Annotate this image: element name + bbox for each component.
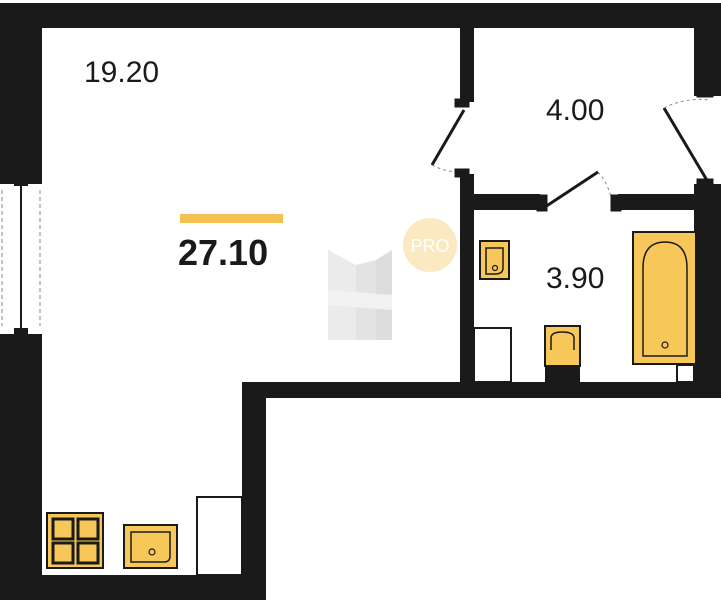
kitchen-cabinet (196, 496, 243, 576)
total-area-accent-bar (180, 214, 283, 223)
door-swing-icon (662, 86, 714, 190)
main-room-area: 19.20 (84, 56, 159, 89)
bath-cabinet (473, 327, 512, 383)
toilet-icon (544, 325, 581, 382)
logo-watermark-icon: PRO (328, 218, 457, 340)
total-area: 27.10 (178, 232, 268, 273)
doors (430, 86, 714, 212)
bathtub-icon (632, 231, 697, 365)
watermark-text: PRO (410, 236, 449, 256)
bath-corner (676, 364, 695, 383)
door-swing-icon (430, 98, 470, 178)
hallway-area: 4.00 (546, 94, 604, 127)
bathroom-area: 3.90 (546, 262, 604, 295)
stove-icon (46, 512, 104, 569)
window-icon (0, 180, 42, 334)
door-swing-icon (536, 170, 622, 212)
sink-icon (479, 240, 510, 280)
sink-icon (123, 524, 178, 569)
